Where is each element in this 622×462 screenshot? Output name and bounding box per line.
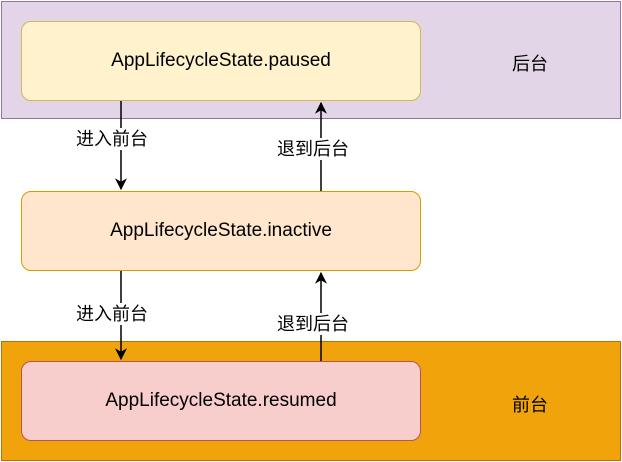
inactive-state-label: AppLifecycleState.inactive [110,220,332,241]
paused-state-node: AppLifecycleState.paused [21,21,421,101]
paused-state-label: AppLifecycleState.paused [111,50,331,71]
edge-label-to-background-2: 退到后台 [276,313,350,335]
edge-label-enter-foreground-1: 进入前台 [75,128,149,150]
edge-label-to-background-1: 退到后台 [276,138,350,160]
edge-label-enter-foreground-2: 进入前台 [75,303,149,325]
inactive-state-node: AppLifecycleState.inactive [21,191,421,271]
resumed-state-node: AppLifecycleState.resumed [21,361,421,441]
background-band-label: 后台 [512,54,548,74]
foreground-band-label: 前台 [512,395,548,415]
resumed-state-label: AppLifecycleState.resumed [105,390,337,411]
